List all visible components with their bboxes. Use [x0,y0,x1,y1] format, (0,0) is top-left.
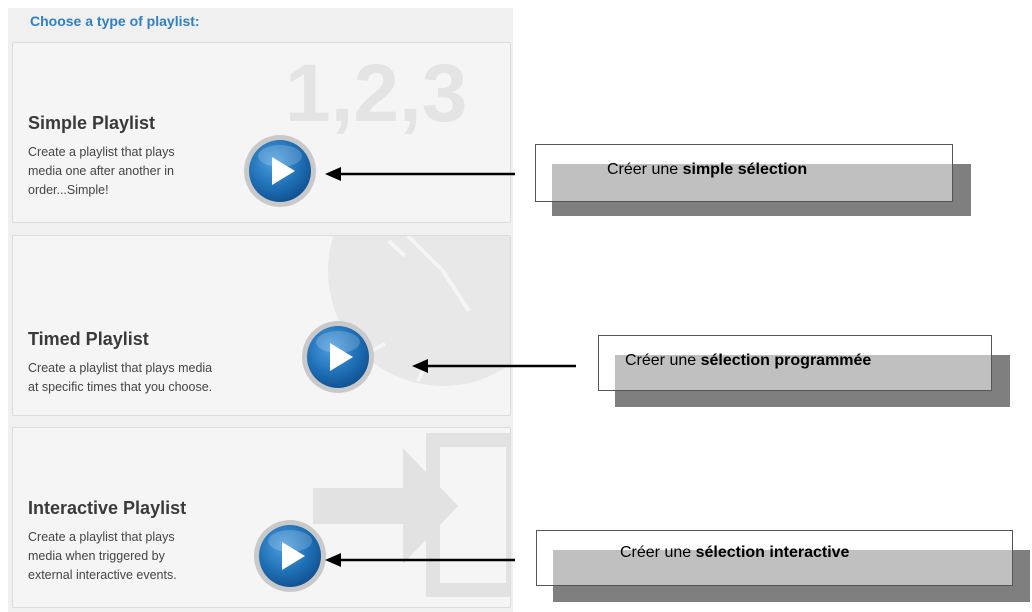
card-title: Simple Playlist [28,113,156,133]
card-description: Create a playlist that plays media at sp… [28,361,213,394]
callout-text: Créer une simple sélection [607,161,808,178]
interactive-playlist-card[interactable]: Interactive Playlist Create a playlist t… [12,427,511,608]
play-button-icon[interactable] [301,320,375,394]
numbers-watermark-icon: 1,2,3 [285,48,467,139]
card-title: Interactive Playlist [28,498,187,518]
pointer-arrow-icon [325,167,515,181]
timed-playlist-card[interactable]: Timed Playlist Create a playlist that pl… [12,235,511,416]
clock-watermark-icon [328,236,510,386]
pointer-arrow-icon [412,359,576,373]
svg-text:1,2,3: 1,2,3 [285,48,467,139]
callout-text: Créer une sélection programmée [625,352,872,369]
callout-simple-selection: Créer une simple sélection [535,144,975,220]
card-title: Timed Playlist [28,329,149,349]
callout-interactive-selection: Créer une sélection interactive [536,530,1032,606]
card-description: Create a playlist that plays media when … [28,530,177,582]
simple-playlist-card[interactable]: 1,2,3 Simple Playlist Create a playlist … [12,42,511,223]
panel-heading: Choose a type of playlist: [30,13,200,29]
callout-programmed-selection: Créer une sélection programmée [598,335,1014,409]
play-button-icon[interactable] [243,134,317,208]
arrow-into-box-watermark-icon [313,433,510,597]
callout-text: Créer une sélection interactive [620,544,850,561]
pointer-arrow-icon [325,553,515,567]
play-button-icon[interactable] [253,519,327,593]
card-description: Create a playlist that plays media one a… [28,145,175,197]
